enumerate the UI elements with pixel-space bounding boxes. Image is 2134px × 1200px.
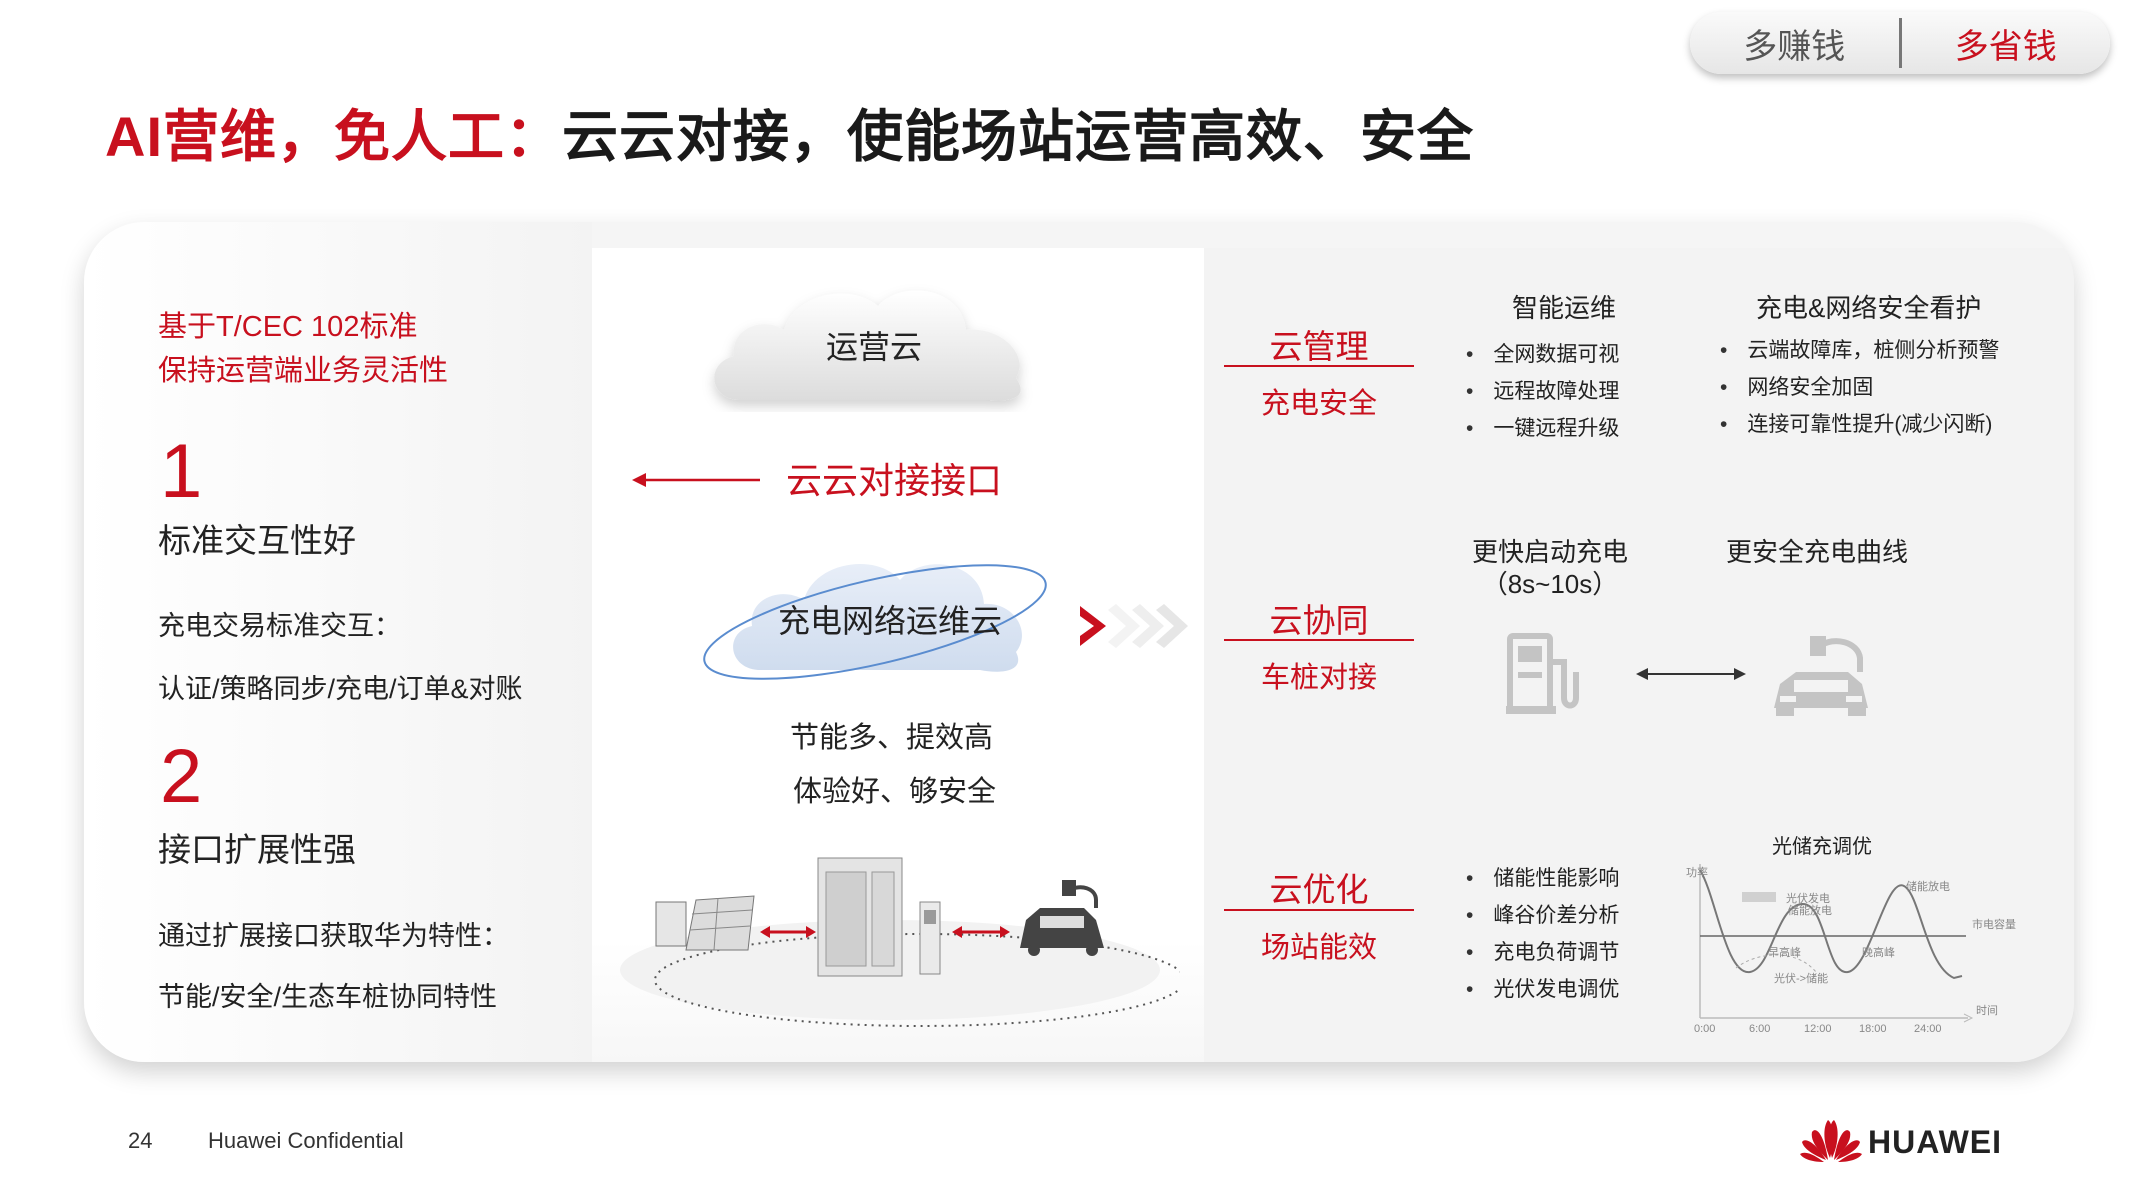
list-item: 远程故障处理	[1466, 373, 1619, 410]
optimize-list: 储能性能影响 峰谷价差分析 充电负荷调节 光伏发电调优	[1466, 860, 1619, 1008]
row-title-cloud-collab: 云协同	[1269, 602, 1369, 639]
brand-wordmark: HUAWEI	[1868, 1124, 2002, 1160]
confidential-label: Huawei Confidential	[208, 1128, 404, 1153]
feature-safer-curve: 更安全充电曲线	[1726, 537, 1909, 567]
solar-panel-icon	[655, 895, 755, 951]
item-2-line-1: 通过扩展接口获取华为特性：	[158, 921, 509, 951]
list-item: 一键远程升级	[1466, 410, 1619, 447]
title-red-part: AI营维，免人工：	[105, 105, 562, 168]
intro-line-1: 基于T/CEC 102标准	[158, 311, 418, 343]
smart-ops-list: 全网数据可视 远程故障处理 一键远程升级	[1466, 336, 1619, 447]
row-subtitle-station-efficiency: 场站能效	[1260, 932, 1377, 964]
item-2-line-2: 节能/安全/生态车桩协同特性	[158, 982, 498, 1012]
page-number: 24	[128, 1128, 153, 1153]
row-title-cloud-optimize: 云优化	[1269, 871, 1369, 908]
item-number-2: 2	[160, 734, 203, 819]
chart-label-pv-to-storage: 光伏->储能	[1774, 971, 1828, 985]
feature-faster-start-line1: 更快启动充电	[1471, 537, 1628, 567]
col-head-security: 充电&网络安全看护	[1756, 293, 1982, 323]
ops-cloud-label: 充电网络运维云	[778, 603, 1003, 639]
list-item: 光伏发电调优	[1466, 971, 1619, 1008]
left-arrow-icon	[632, 473, 760, 487]
huawei-logo-icon	[1800, 1120, 1862, 1162]
slide-title: AI营维，免人工：云云对接，使能场站运营高效、安全	[105, 92, 1474, 173]
feature-faster-start: 更快启动充电 （8s~10s）	[1470, 536, 1630, 600]
list-item: 全网数据可视	[1466, 336, 1619, 373]
list-item: 充电负荷调节	[1466, 934, 1619, 971]
toggle-earn-more[interactable]: 多赚钱	[1743, 27, 1846, 66]
item-heading-2: 接口扩展性强	[158, 831, 356, 868]
left-panel	[84, 222, 592, 1062]
cloud-interface-label: 云云对接接口	[786, 460, 1003, 501]
chart-label-morning-peak: 早高峰	[1768, 945, 1801, 959]
chart-label-storage-dis2: 储能放电	[1906, 879, 1950, 893]
pv-storage-chart: 功率 时间 市电容量 光伏发电 储能放电 储能放电 早高峰 晚高峰 光伏->储能…	[1686, 864, 2016, 1035]
ops-cloud-icon	[703, 563, 1047, 680]
chart-x-tick: 18:00	[1859, 1023, 1887, 1035]
chart-label-evening-peak: 晚高峰	[1862, 945, 1895, 959]
item-1-line-2: 认证/策略同步/充电/订单&对账	[158, 674, 523, 704]
row-subtitle-vehicle-pile: 车桩对接	[1260, 662, 1377, 694]
chart-label-storage-dis: 储能放电	[1788, 903, 1832, 917]
operator-cloud-icon	[714, 290, 1021, 401]
list-item: 连接可靠性提升(减少闪断)	[1720, 406, 1999, 443]
chart-x-tick: 6:00	[1749, 1023, 1770, 1035]
list-item: 峰谷价差分析	[1466, 897, 1619, 934]
mode-toggle[interactable]: 多赚钱 多省钱	[1690, 12, 2110, 74]
list-item: 储能性能影响	[1466, 860, 1619, 897]
double-arrow-icon	[1636, 668, 1746, 680]
chart-x-tick: 12:00	[1804, 1023, 1832, 1035]
fuel-pump-icon	[1506, 633, 1579, 714]
chart-label-pv-gen: 光伏发电	[1786, 891, 1830, 905]
operator-cloud-label: 运营云	[826, 329, 923, 365]
list-item: 云端故障库，桩侧分析预警	[1720, 332, 1999, 369]
list-item: 网络安全加固	[1720, 369, 1999, 406]
title-black-part: 云云对接，使能场站运营高效、安全	[562, 105, 1474, 168]
station-equipment-illustration	[620, 857, 1180, 1027]
row-divider	[1224, 639, 1414, 641]
row-divider	[1224, 365, 1414, 367]
benefit-line-2: 体验好、够安全	[793, 776, 997, 808]
electric-car-icon	[1020, 880, 1104, 956]
toggle-save-more[interactable]: 多省钱	[1954, 27, 2057, 66]
mini-chart-title: 光储充调优	[1772, 836, 1872, 858]
chart-x-axis-label: 时间	[1976, 1004, 1998, 1017]
chevron-right-icon	[1080, 604, 1188, 648]
intro-line-2: 保持运营端业务灵活性	[158, 355, 449, 387]
benefit-line-1: 节能多、提效高	[790, 722, 994, 754]
item-number-1: 1	[160, 429, 203, 514]
row-title-cloud-management: 云管理	[1269, 328, 1369, 365]
chart-x-tick: 0:00	[1694, 1023, 1715, 1035]
feature-faster-start-line2: （8s~10s）	[1481, 569, 1619, 599]
toggle-separator	[1898, 18, 1902, 68]
row-divider	[1224, 909, 1414, 911]
col-head-smart-ops: 智能运维	[1512, 293, 1617, 323]
ev-plug-car-icon	[1774, 636, 1868, 716]
item-1-line-1: 充电交易标准交互：	[158, 611, 401, 641]
ev-charger-icon	[919, 901, 941, 975]
chart-label-grid: 市电容量	[1972, 917, 2016, 931]
item-heading-1: 标准交互性好	[158, 522, 356, 559]
power-cabinet-icon	[817, 857, 903, 977]
chart-x-tick: 24:00	[1914, 1023, 1942, 1035]
security-list: 云端故障库，桩侧分析预警 网络安全加固 连接可靠性提升(减少闪断)	[1720, 332, 1999, 443]
chart-y-axis-label: 功率	[1686, 865, 1708, 879]
row-subtitle-charging-safety: 充电安全	[1260, 388, 1377, 420]
